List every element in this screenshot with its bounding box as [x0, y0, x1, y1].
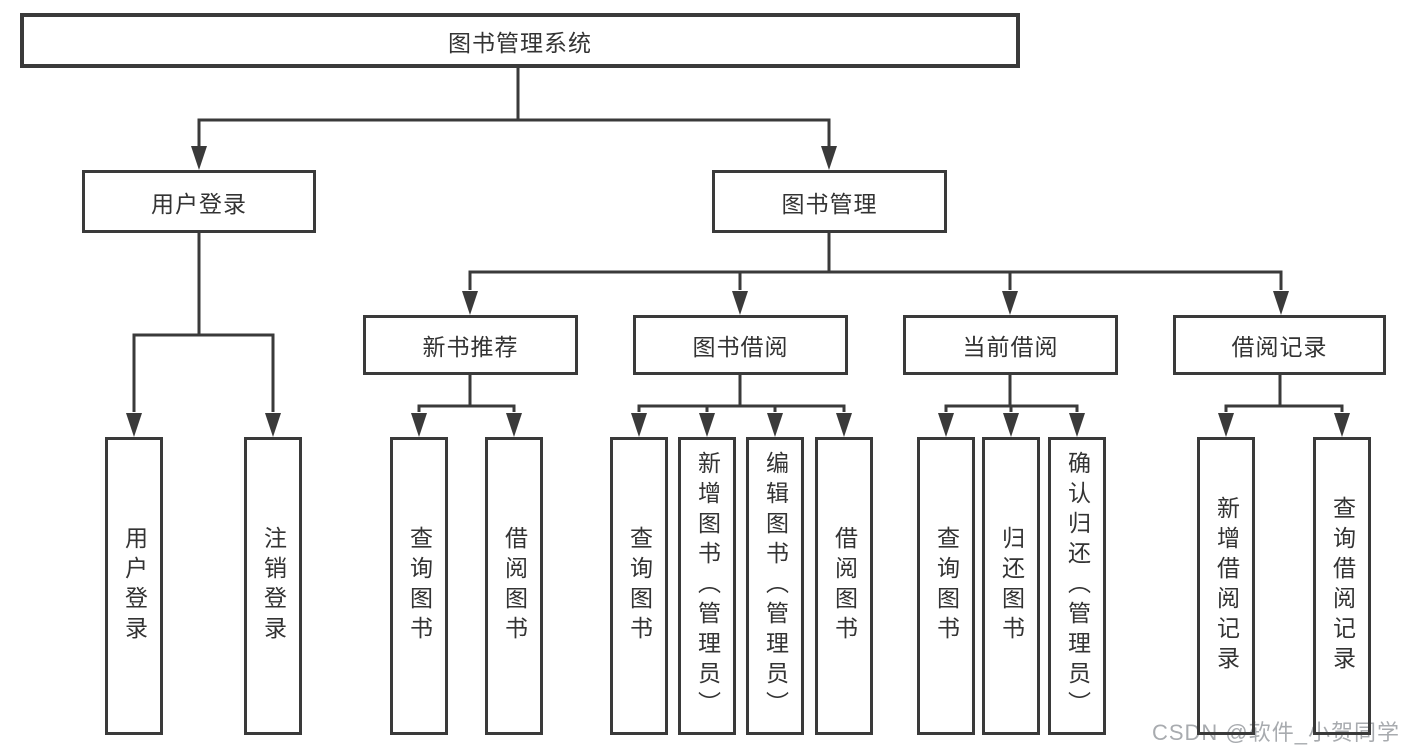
connector-current-to-leaves	[944, 375, 1079, 412]
node-leaf-borrow-books-recommend: 借阅图书	[485, 437, 543, 735]
node-label: 图书管理系统	[448, 29, 592, 56]
node-leaf-add-borrow-record: 新增借阅记录	[1197, 437, 1255, 735]
connector-root-to-level2	[197, 68, 831, 146]
node-label: 借阅记录	[1231, 334, 1328, 360]
node-user-login: 用户登录	[82, 170, 316, 233]
node-leaf-query-borrow-record: 查询借阅记录	[1313, 437, 1371, 735]
node-new-book-recommendation: 新书推荐	[363, 315, 578, 375]
connector-borrowing-to-leaves	[637, 375, 846, 412]
node-leaf-query-books-current: 查询图书	[917, 437, 975, 735]
node-leaf-borrow-books: 借阅图书	[815, 437, 873, 735]
node-label: 新增图书（管理员）	[694, 451, 721, 721]
node-label: 注销登录	[260, 526, 287, 646]
node-label: 用户登录	[151, 190, 247, 217]
connector-bookmgmt-to-level3	[468, 233, 1283, 290]
node-label: 借阅图书	[831, 526, 858, 646]
node-book-management: 图书管理	[712, 170, 947, 233]
node-leaf-logout: 注销登录	[244, 437, 302, 735]
node-label: 图书管理	[781, 190, 878, 217]
node-label: 查询借阅记录	[1329, 496, 1356, 676]
node-leaf-return-books: 归还图书	[982, 437, 1040, 735]
node-leaf-query-books-recommend: 查询图书	[390, 437, 448, 735]
node-label: 用户登录	[121, 526, 148, 646]
node-label: 新书推荐	[422, 334, 519, 360]
connector-newbook-to-leaves	[417, 375, 516, 412]
node-label: 新增借阅记录	[1213, 496, 1240, 676]
node-label: 查询图书	[626, 526, 653, 646]
node-label: 查询图书	[406, 526, 433, 646]
node-label: 图书借阅	[692, 334, 789, 360]
node-leaf-confirm-return-admin: 确认归还（管理员）	[1048, 437, 1106, 735]
node-leaf-add-books-admin: 新增图书（管理员）	[678, 437, 736, 735]
node-label: 编辑图书（管理员）	[762, 451, 789, 721]
node-label: 查询图书	[933, 526, 960, 646]
node-label: 确认归还（管理员）	[1064, 451, 1091, 721]
node-label: 当前借阅	[962, 334, 1059, 360]
csdn-watermark: CSDN @软件_小贺同学	[1151, 720, 1400, 745]
node-leaf-query-books-borrowing: 查询图书	[610, 437, 668, 735]
node-leaf-user-login: 用户登录	[105, 437, 163, 735]
node-label: 借阅图书	[501, 526, 528, 646]
node-leaf-edit-books-admin: 编辑图书（管理员）	[746, 437, 804, 735]
connector-userlogin-to-leaves	[132, 233, 275, 412]
connector-records-to-leaves	[1224, 375, 1344, 412]
node-current-borrowing: 当前借阅	[903, 315, 1118, 375]
node-borrowing-records: 借阅记录	[1173, 315, 1386, 375]
node-library-management-system: 图书管理系统	[20, 13, 1020, 68]
node-book-borrowing: 图书借阅	[633, 315, 848, 375]
node-label: 归还图书	[998, 526, 1025, 646]
